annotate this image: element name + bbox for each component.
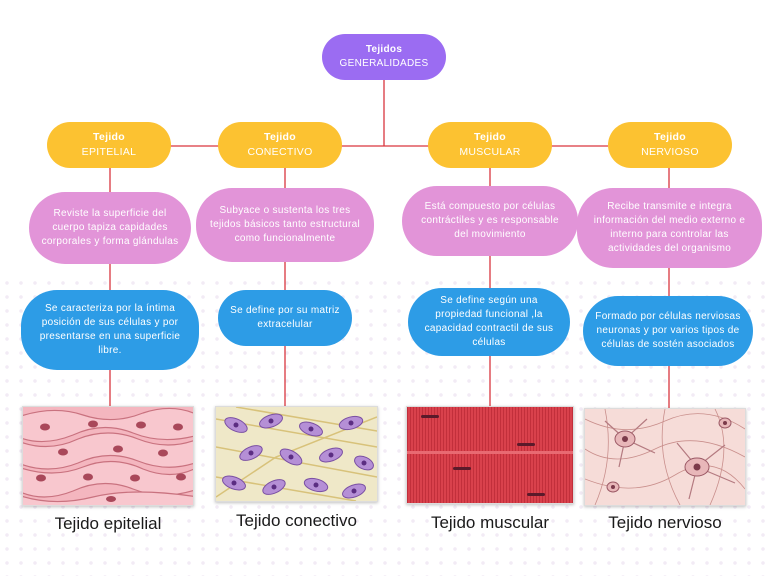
category-name: NERVIOSO <box>641 146 699 158</box>
category-label: Tejido <box>474 131 506 143</box>
description-conectivo: Subyace o sustenta los tres tejidos bási… <box>196 188 374 262</box>
description-epitelial: Reviste la superficie del cuerpo tapiza … <box>29 192 191 264</box>
root-node: Tejidos GENERALIDADES <box>322 34 446 80</box>
category-conectivo: Tejido CONECTIVO <box>218 122 342 168</box>
definition-epitelial: Se caracteriza por la íntima posición de… <box>21 290 199 370</box>
caption-muscular: Tejido muscular <box>430 513 550 532</box>
root-title: Tejidos <box>365 44 403 55</box>
caption-nervioso: Tejido nervioso <box>608 513 722 532</box>
definition-nervioso: Formado por células nerviosas neuronas y… <box>583 296 753 366</box>
muscle-tissue-image <box>406 406 574 504</box>
category-label: Tejido <box>654 131 686 143</box>
connective-tissue-image <box>215 406 378 502</box>
category-name: CONECTIVO <box>247 146 313 158</box>
category-epitelial: Tejido EPITELIAL <box>47 122 171 168</box>
category-name: EPITELIAL <box>81 146 137 158</box>
root-subtitle: GENERALIDADES <box>339 58 429 69</box>
definition-conectivo: Se define por su matriz extracelular <box>218 290 352 346</box>
category-muscular: Tejido MUSCULAR <box>428 122 552 168</box>
category-name: MUSCULAR <box>459 146 521 158</box>
description-nervioso: Recibe transmite e integra información d… <box>577 188 762 268</box>
category-label: Tejido <box>264 131 296 143</box>
caption-epitelial: Tejido epitelial <box>54 514 162 533</box>
category-nervioso: Tejido NERVIOSO <box>608 122 732 168</box>
definition-muscular: Se define según una propiedad funcional … <box>408 288 570 356</box>
nervous-tissue-image <box>584 408 746 506</box>
epithelial-tissue-image <box>22 406 194 506</box>
caption-conectivo: Tejido conectivo <box>236 511 357 530</box>
category-label: Tejido <box>93 131 125 143</box>
description-muscular: Está compuesto por células contráctiles … <box>402 186 578 256</box>
